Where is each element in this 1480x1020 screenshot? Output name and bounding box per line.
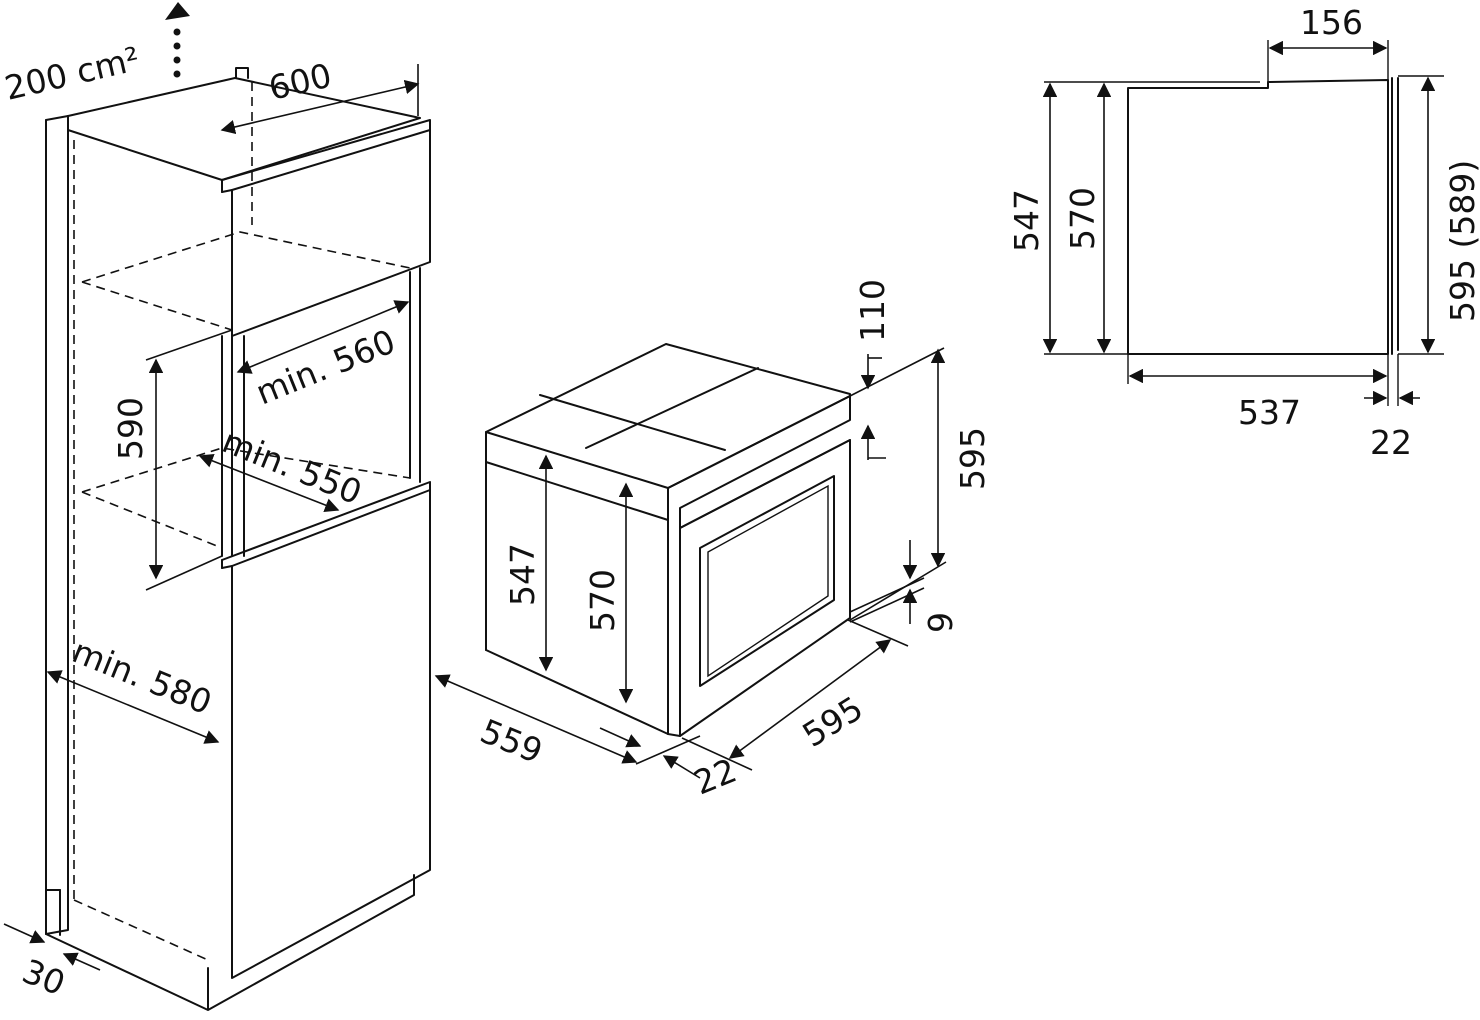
label-side-body-height: 547: [1007, 189, 1046, 252]
oven-top-line: [539, 394, 726, 451]
label-oven-body-height: 547: [503, 543, 542, 606]
label-back-gap: 30: [17, 951, 71, 1003]
cabinet-top-panel: [67, 77, 421, 181]
label-top-offset: 110: [853, 279, 892, 342]
label-side-top-offset: 156: [1300, 3, 1363, 42]
dim-gap-30-a: [3, 923, 46, 944]
oven-side-view-drawing: 156 547 570 595 (589) 537 22: [1007, 3, 1480, 462]
dim-niche-depth: [198, 454, 340, 512]
label-front-thickness: 22: [688, 751, 742, 803]
plinth: [45, 874, 415, 1011]
label-side-depth: 537: [1238, 393, 1301, 432]
label-oven-front-width: 595: [796, 688, 870, 754]
label-cabinet-depth: min. 580: [67, 631, 217, 722]
dim-oven-depth: [434, 674, 638, 764]
label-oven-front-height: 595: [953, 427, 992, 490]
dim-cabinet-depth: [46, 670, 220, 744]
vent-slot: [235, 67, 249, 79]
oven-door: [679, 439, 851, 737]
dim-gap-30-b: [62, 952, 101, 971]
label-side-overall-height: 570: [1063, 187, 1102, 250]
dim-width-600: [220, 79, 420, 135]
tall-cabinet-drawing: 200 cm² 600 min. 560 590 min. 550 min. 5…: [1, 2, 431, 1011]
label-bottom-gap: 6: [920, 612, 959, 633]
oven-body: [485, 343, 851, 489]
label-niche-height: 590: [111, 397, 150, 460]
side-body-outline: [1127, 79, 1389, 355]
oven-front-fascia: [667, 395, 851, 737]
label-side-front-height: 595 (589): [1443, 160, 1480, 322]
dim-niche-width: [236, 300, 410, 374]
label-niche-depth: min. 550: [217, 421, 367, 512]
dim-oven-front-width: [728, 639, 892, 759]
label-side-front-thickness: 22: [1370, 423, 1412, 462]
label-vent-area: 200 cm²: [1, 39, 143, 108]
upper-front-panel: [221, 119, 431, 337]
cabinet-side-panel: [45, 115, 69, 935]
label-width: 600: [265, 56, 335, 108]
vent-up-arrow-icon: [165, 2, 190, 78]
oven-door-window: [699, 475, 835, 687]
label-oven-overall-height: 570: [583, 569, 622, 632]
upper-shelf-dashed: [81, 231, 411, 331]
dim-front-thickness: [662, 755, 701, 779]
oven-isometric-drawing: 547 570 559 22 595 595 110 6: [434, 279, 992, 803]
